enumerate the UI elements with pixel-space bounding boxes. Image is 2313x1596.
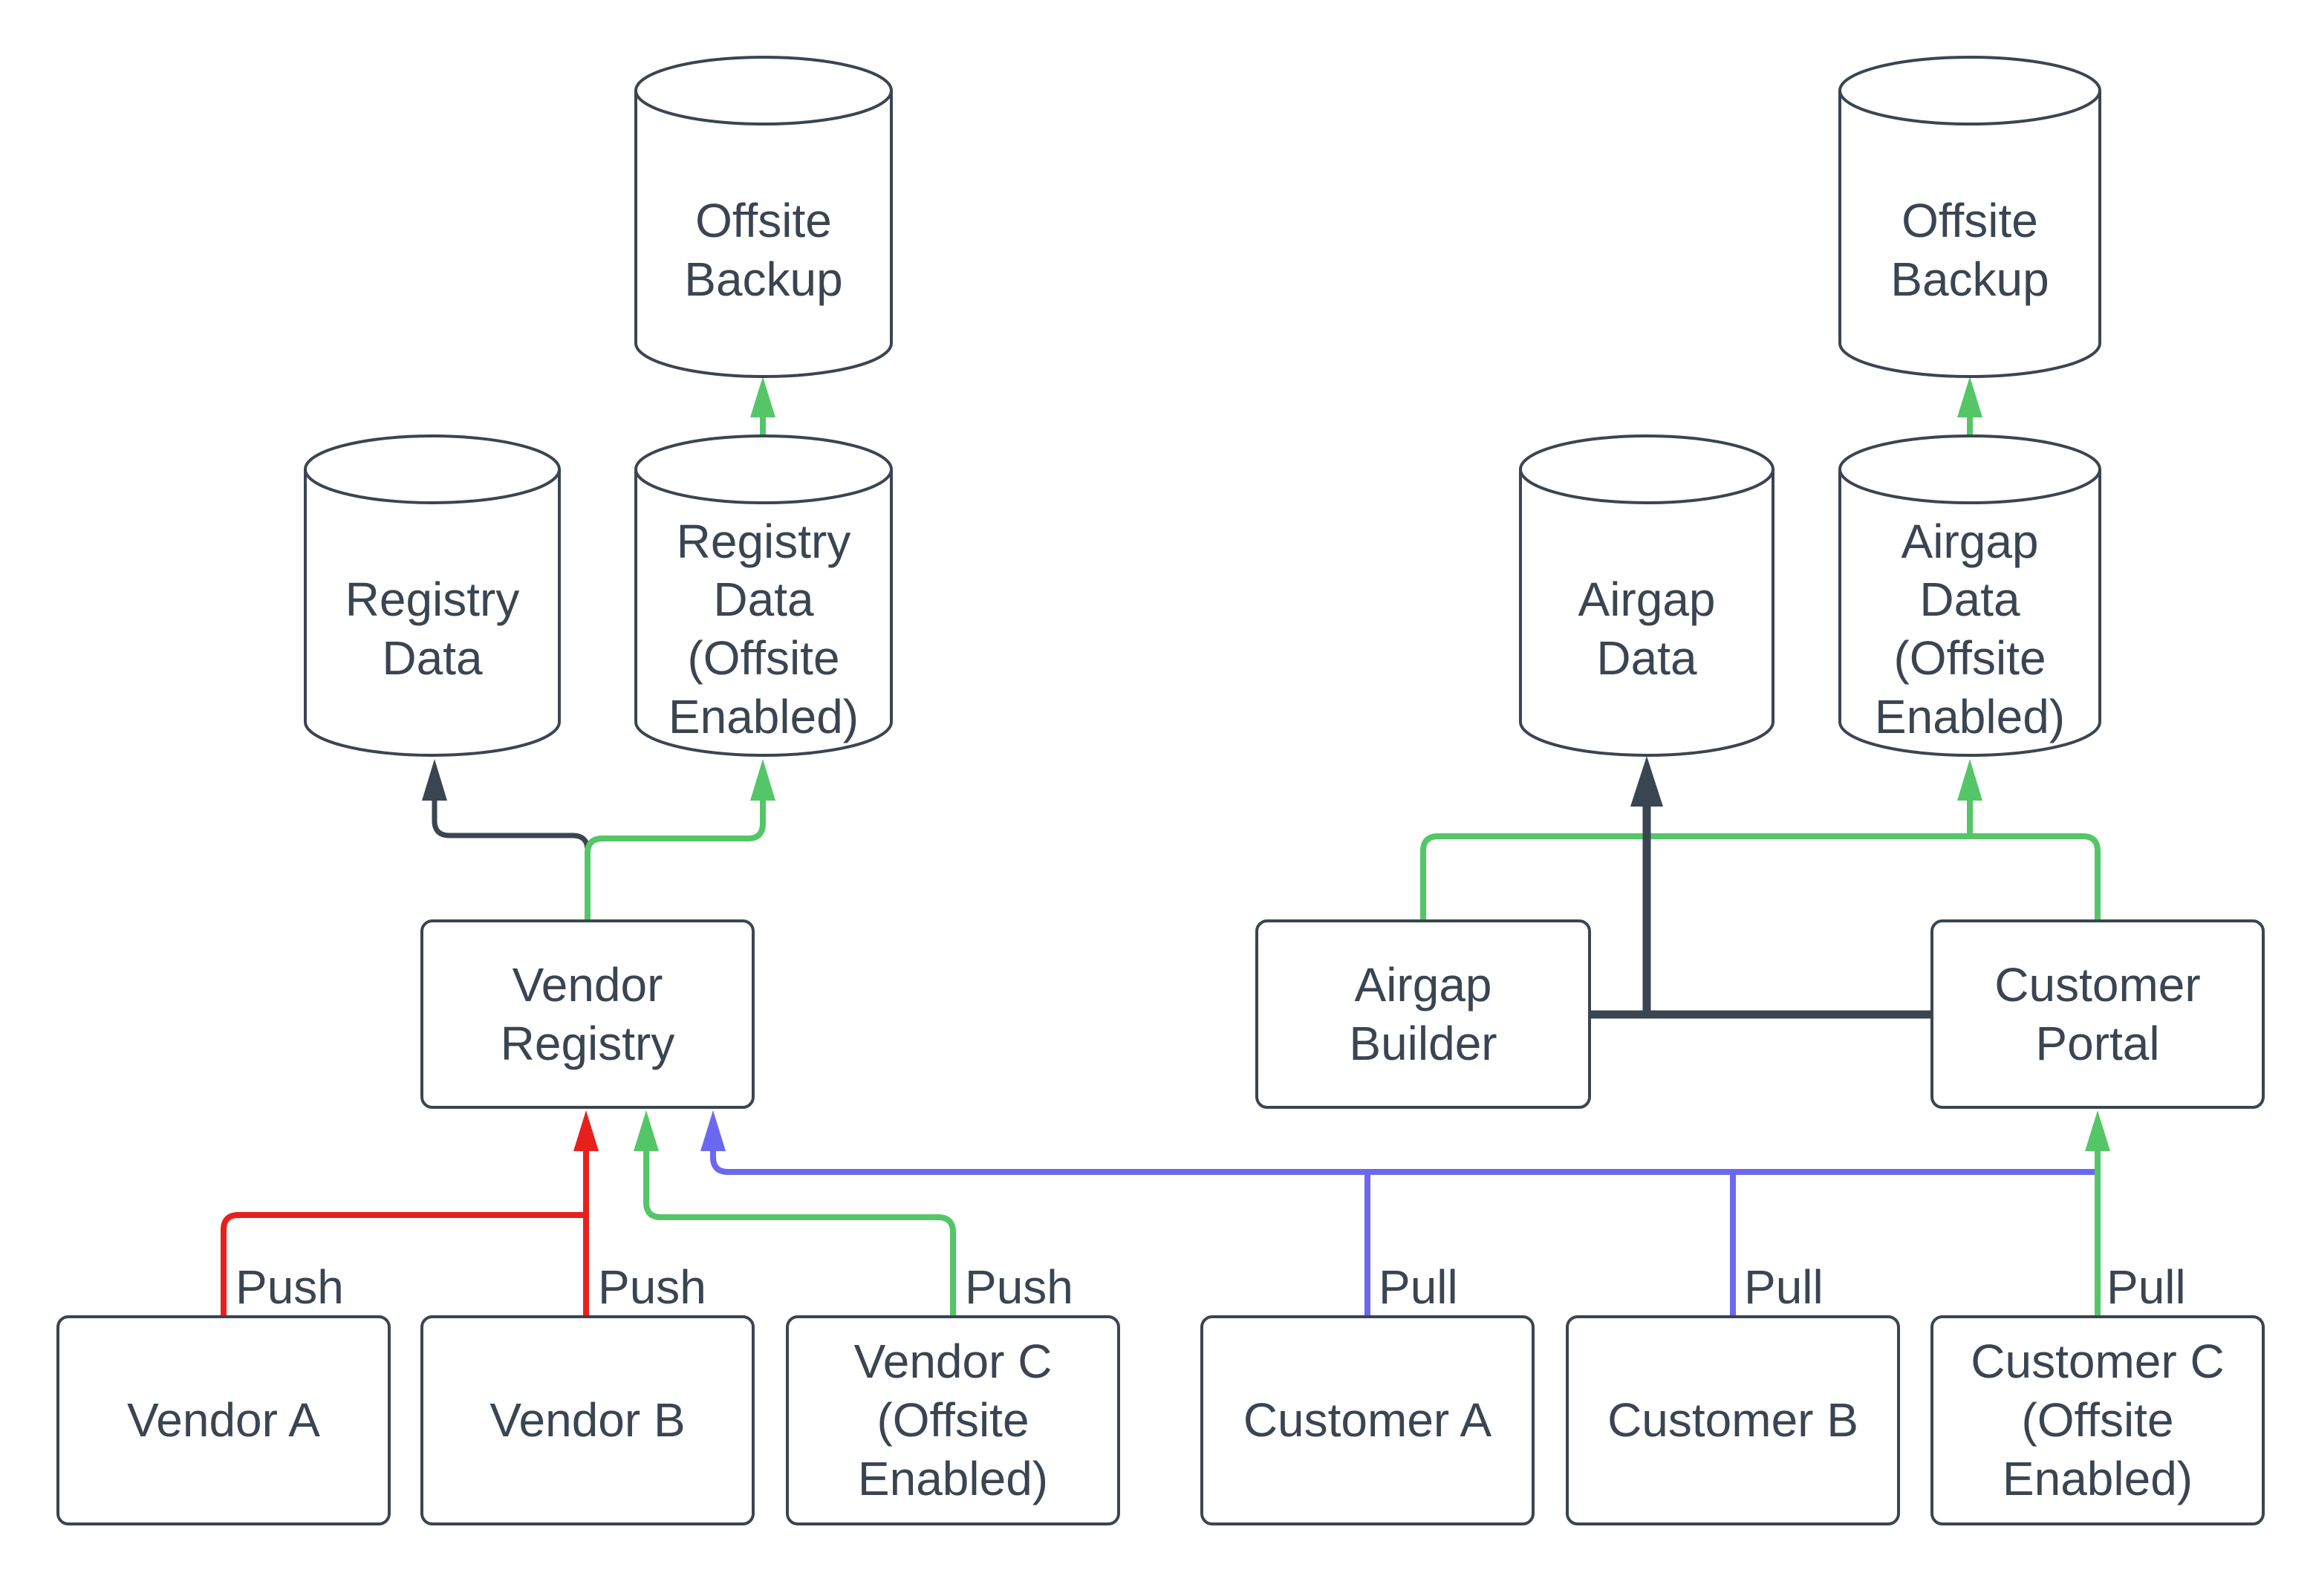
edge-vendor-c-to-vendor-registry xyxy=(634,1110,956,1315)
edge-vendor-registry-to-registry-data xyxy=(422,759,591,919)
node-vendor-b: Vendor B xyxy=(420,1315,755,1525)
label-line: Customer A xyxy=(1243,1393,1492,1447)
arrowhead-up-offsite-backup-right xyxy=(1957,377,1982,417)
label-line: Enabled) xyxy=(857,1451,1049,1505)
edge-vendor-a-to-vendor-registry xyxy=(221,1212,586,1315)
cylinder-airgap-data xyxy=(1519,434,1774,757)
cylinder-offsite-backup-left xyxy=(634,56,893,378)
node-vendor-registry: Vendor Registry xyxy=(420,919,755,1109)
label-line: Vendor A xyxy=(127,1393,320,1447)
edge-customers-pull-to-vendor-registry xyxy=(700,1110,2095,1315)
label-line: Vendor xyxy=(512,957,663,1012)
node-customer-a: Customer A xyxy=(1200,1315,1535,1525)
label-line: Customer B xyxy=(1607,1393,1858,1447)
edge-label-push-vendor-b: Push xyxy=(598,1260,706,1314)
label-line: Vendor C xyxy=(853,1335,1053,1389)
arrowhead-up-offsite-backup-left xyxy=(750,377,775,417)
node-customer-portal: Customer Portal xyxy=(1930,919,2265,1109)
node-customer-c: Customer C (Offsite Enabled) xyxy=(1930,1315,2265,1525)
edge-portal-builder-to-airgap-data-offsite xyxy=(1420,759,2101,919)
arrowhead-up-registry-data xyxy=(422,759,447,801)
edge-label-pull-customer-a: Pull xyxy=(1379,1260,1458,1314)
arrowhead-up-registry-data-offsite xyxy=(750,759,775,801)
arrowhead-up-vendor-registry-green xyxy=(634,1110,659,1151)
label-line: (Offsite xyxy=(876,1393,1029,1447)
label-line: Registry xyxy=(500,1016,675,1070)
edge-registry-data-offsite-to-offsite-backup xyxy=(750,377,775,436)
label-line: Customer C xyxy=(1971,1335,2225,1389)
arrowhead-up-vendor-registry-blue xyxy=(700,1110,726,1151)
edge-vendor-registry-to-registry-data-offsite xyxy=(585,759,775,919)
label-line: Builder xyxy=(1349,1016,1497,1070)
arrowhead-up-vendor-registry-red xyxy=(573,1110,599,1151)
label-line: (Offsite xyxy=(2021,1393,2174,1447)
edge-label-pull-customer-c: Pull xyxy=(2107,1260,2186,1314)
edge-vendor-b-to-vendor-registry xyxy=(573,1110,599,1315)
cylinder-airgap-data-offsite xyxy=(1838,434,2101,757)
arrowhead-up-airgap-data xyxy=(1630,756,1663,807)
node-vendor-a: Vendor A xyxy=(56,1315,391,1525)
edge-customer-c-to-customer-portal xyxy=(2085,1110,2110,1315)
cylinder-registry-data xyxy=(304,434,561,757)
arrowhead-up-customer-portal xyxy=(2085,1110,2110,1151)
node-vendor-c: Vendor C (Offsite Enabled) xyxy=(786,1315,1120,1525)
edge-builder-portal-to-airgap-data xyxy=(1591,756,1930,1019)
label-line: Enabled) xyxy=(2002,1451,2193,1505)
label-line: Airgap xyxy=(1354,957,1492,1012)
edge-label-push-vendor-c: Push xyxy=(965,1260,1073,1314)
edge-label-pull-customer-b: Pull xyxy=(1744,1260,1824,1314)
node-airgap-builder: Airgap Builder xyxy=(1255,919,1591,1109)
cylinder-offsite-backup-right xyxy=(1838,56,2101,378)
label-line: Customer xyxy=(1994,957,2201,1012)
label-line: Portal xyxy=(2035,1016,2160,1070)
label-line: Vendor B xyxy=(489,1393,686,1447)
edge-label-push-vendor-a: Push xyxy=(235,1260,344,1314)
edge-airgap-data-offsite-to-offsite-backup xyxy=(1957,377,1982,436)
cylinder-registry-data-offsite xyxy=(634,434,893,757)
arrowhead-up-airgap-data-offsite xyxy=(1957,759,1982,801)
node-customer-b: Customer B xyxy=(1566,1315,1900,1525)
